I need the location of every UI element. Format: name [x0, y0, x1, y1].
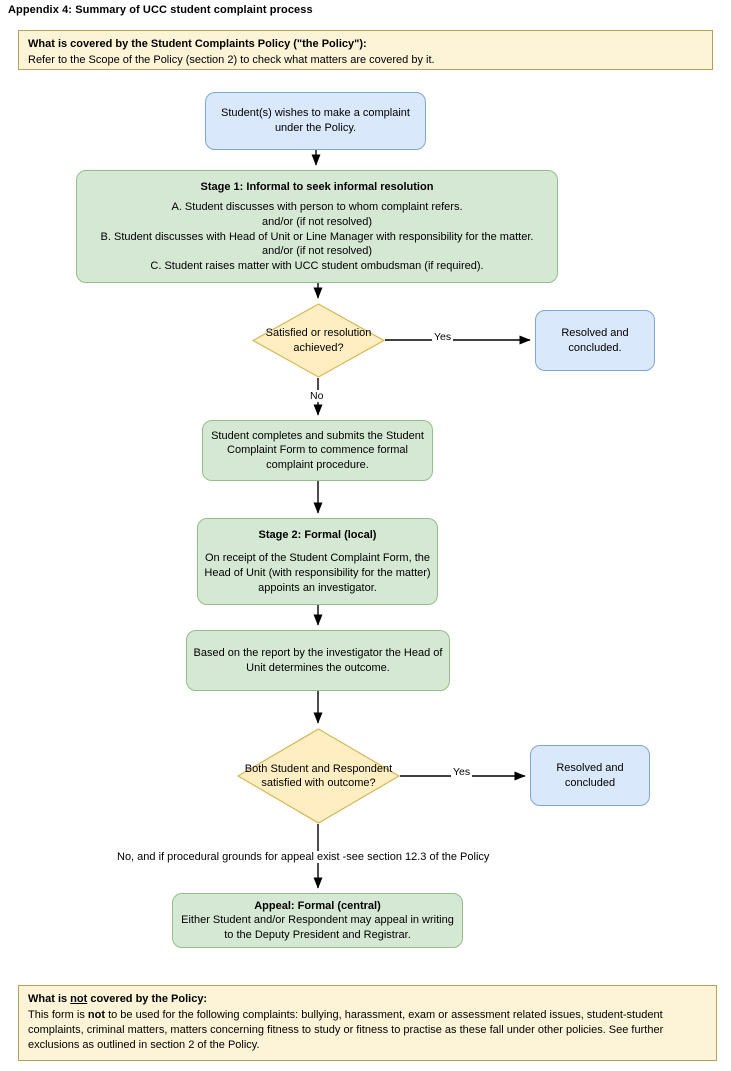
covered-note-body: Refer to the Scope of the Policy (sectio…	[28, 53, 435, 66]
node-stage1-andor-1: and/or (if not resolved)	[261, 215, 373, 228]
node-stage1-header: Stage 1: Informal to seek informal resol…	[200, 180, 434, 193]
diamond-shape	[236, 728, 401, 824]
edge-label-yes-1: Yes	[432, 331, 454, 343]
edge-label-yes-2: Yes	[451, 766, 473, 778]
not-covered-body-part2: to be used for the following complaints:…	[28, 1008, 664, 1051]
node-resolved-concluded-2[interactable]: Resolved and concluded	[530, 745, 650, 806]
node-stage1-line-c: C. Student raises matter with UCC studen…	[150, 259, 484, 272]
node-stage1-line-a: A. Student discusses with person to whom…	[171, 201, 463, 214]
node-start-label: Student(s) wishes to make a complaint un…	[221, 107, 410, 134]
edge-label-no-2: No, and if procedural grounds for appeal…	[114, 851, 493, 863]
not-covered-note-title: What is not covered by the Policy:	[28, 992, 708, 1007]
covered-note-title: What is covered by the Student Complaint…	[28, 38, 367, 50]
node-stage2[interactable]: Stage 2: Formal (local) On receipt of th…	[197, 518, 438, 605]
node-stage1-line-b: B. Student discusses with Head of Unit o…	[100, 230, 534, 243]
node-appeal-formal-central[interactable]: Appeal: Formal (central) Either Student …	[172, 893, 463, 948]
not-covered-title-part2: covered by the Policy:	[87, 993, 208, 1005]
node-decision1-label: Satisfied or resolution achieved?	[265, 327, 372, 354]
node-form-label: Student completes and submits the Studen…	[211, 429, 424, 471]
not-covered-body-bold: not	[87, 1008, 106, 1021]
node-start[interactable]: Student(s) wishes to make a complaint un…	[205, 92, 426, 150]
page-title: Appendix 4: Summary of UCC student compl…	[8, 4, 313, 16]
node-resolved-concluded-1[interactable]: Resolved and concluded.	[535, 310, 655, 371]
node-appeal-header: Appeal: Formal (central)	[254, 899, 381, 912]
node-resolved2-label: Resolved and concluded	[556, 761, 624, 789]
node-stage2-body: On receipt of the Student Complaint Form…	[204, 552, 431, 594]
diamond-shape	[251, 303, 386, 378]
covered-by-policy-note: What is covered by the Student Complaint…	[18, 30, 713, 70]
node-resolved1-label: Resolved and concluded.	[561, 326, 629, 354]
not-covered-by-policy-note: What is not covered by the Policy: This …	[18, 985, 717, 1061]
node-appeal-body: Either Student and/or Respondent may app…	[181, 914, 454, 941]
node-outcome-label: Based on the report by the investigator …	[193, 646, 443, 674]
not-covered-title-underlined: not	[70, 993, 88, 1005]
not-covered-note-body: This form is not to be used for the foll…	[28, 1008, 708, 1053]
node-stage1-andor-2: and/or (if not resolved)	[261, 245, 373, 258]
edge-label-no-1: No	[308, 390, 326, 402]
not-covered-title-part1: What is	[28, 993, 71, 1005]
node-decision-satisfied-stage1[interactable]: Satisfied or resolution achieved?	[251, 303, 386, 378]
node-decision-satisfied-stage2[interactable]: Both Student and Respondent satisfied wi…	[236, 728, 401, 824]
not-covered-body-part1: This form is	[28, 1008, 88, 1021]
node-student-complaint-form[interactable]: Student completes and submits the Studen…	[202, 420, 433, 481]
node-stage1[interactable]: Stage 1: Informal to seek informal resol…	[76, 170, 558, 283]
node-stage2-header: Stage 2: Formal (local)	[258, 528, 377, 541]
node-decision2-label: Both Student and Respondent satisfied wi…	[244, 762, 393, 789]
node-investigator-report-outcome[interactable]: Based on the report by the investigator …	[186, 630, 450, 691]
